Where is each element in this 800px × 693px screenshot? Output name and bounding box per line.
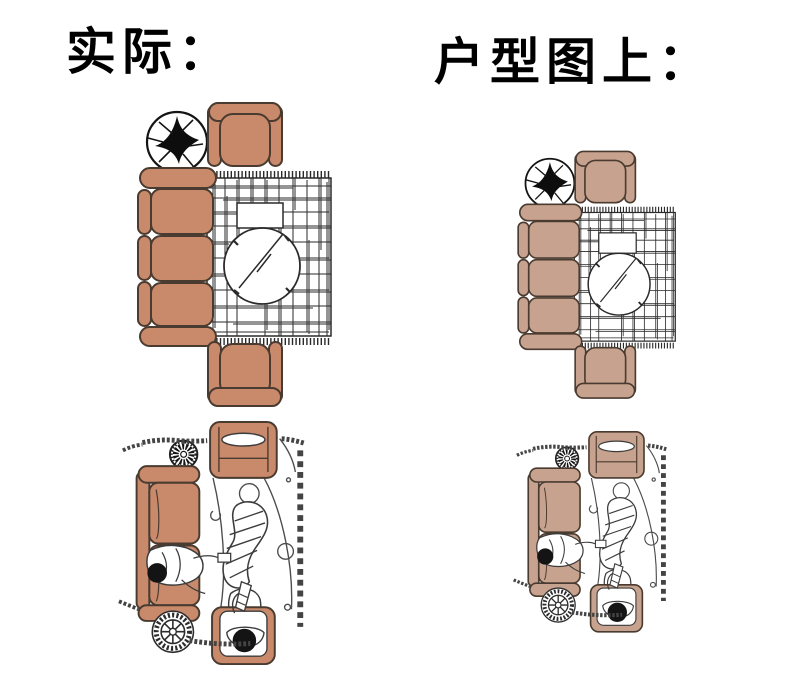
actual-living-scene (117, 421, 313, 668)
actual-title: 实际： (66, 24, 234, 80)
floorplan-living-scene (512, 431, 674, 635)
floorplan-title: 户型图上： (434, 34, 714, 90)
actual-sofa-set-plan (133, 100, 333, 412)
floorplan-sofa-set-plan (514, 149, 677, 403)
